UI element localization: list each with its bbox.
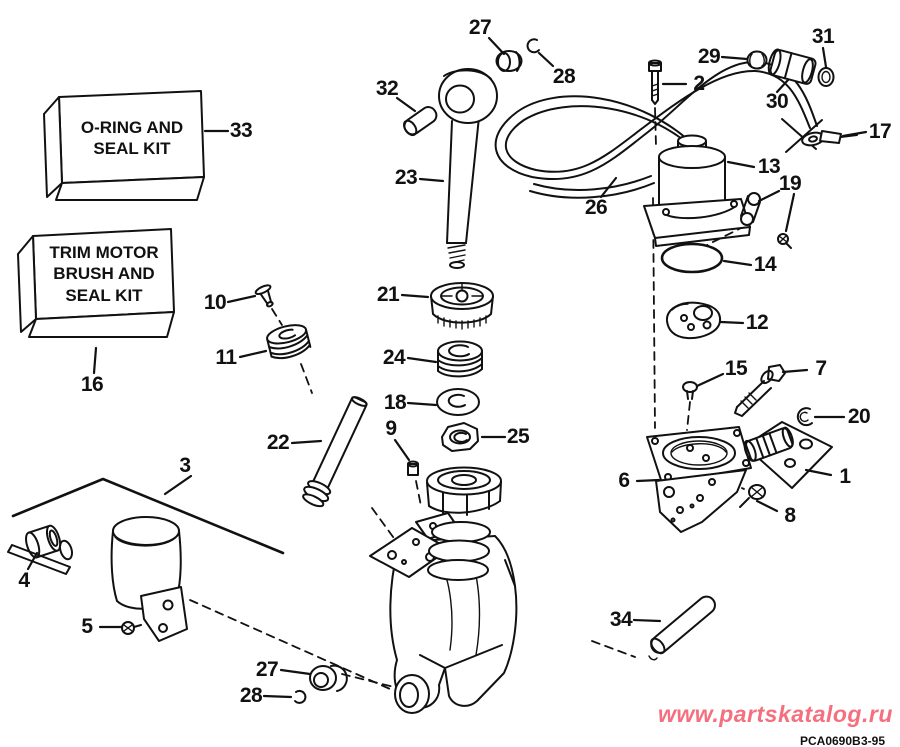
nut-25-illustration — [441, 422, 479, 452]
callout-28: 28 — [552, 65, 576, 88]
callout-3: 3 — [179, 454, 191, 477]
callout-15: 15 — [724, 357, 748, 380]
pump-body-illustration — [369, 466, 518, 714]
reservoir-illustration — [110, 516, 188, 642]
watermark-link[interactable]: www.partskatalog.ru — [658, 701, 893, 727]
valve-10-illustration — [254, 284, 274, 308]
callout-23: 23 — [394, 166, 418, 189]
oring-14-illustration — [660, 242, 724, 274]
bolt-7-illustration — [734, 364, 786, 417]
pin-34-illustration — [648, 595, 716, 661]
callout-20: 20 — [847, 405, 871, 428]
plug-9-illustration — [407, 460, 419, 476]
callout-25: 25 — [506, 425, 530, 448]
callout-28: 28 — [239, 684, 263, 707]
pin-32-illustration — [403, 106, 438, 137]
callout-34: 34 — [609, 608, 633, 631]
callout-10: 10 — [203, 291, 227, 314]
callout-30: 30 — [765, 90, 789, 113]
callout-11: 11 — [215, 346, 237, 369]
callout-9: 9 — [385, 417, 397, 440]
callout-24: 24 — [382, 346, 406, 369]
plate-1-illustration — [743, 421, 833, 489]
ring-20-illustration — [796, 407, 813, 427]
callout-13: 13 — [757, 155, 781, 178]
bolt-2-illustration — [648, 59, 662, 105]
clip-28-top-illustration — [526, 38, 540, 54]
manifold-6-illustration — [646, 426, 752, 533]
callout-32: 32 — [375, 77, 399, 100]
screw-5-illustration — [121, 621, 142, 635]
callout-17: 17 — [868, 120, 892, 143]
oring-kit-box-illustration — [43, 90, 205, 201]
bushing-4-illustration — [25, 524, 73, 561]
callout-21: 21 — [376, 283, 400, 306]
callout-2: 2 — [693, 72, 705, 95]
spool-24-illustration — [437, 340, 483, 378]
spool-11-illustration — [266, 324, 312, 360]
wire-terminal-illustration — [781, 118, 858, 153]
clip-28-bottom-illustration — [294, 689, 307, 704]
callout-31: 31 — [811, 25, 835, 48]
commutator-cap-30-illustration — [767, 48, 817, 85]
bushing-27-bottom-illustration — [309, 664, 348, 692]
part-code-label: PCA0690B — [800, 734, 861, 747]
bushing-27-top-illustration — [495, 50, 523, 72]
date-code-label: 3-95 — [861, 734, 886, 747]
callout-27: 27 — [468, 16, 492, 39]
tube-22-illustration — [302, 396, 368, 508]
brush-link-19-illustration — [740, 192, 792, 249]
callout-7: 7 — [815, 357, 827, 380]
callout-18: 18 — [383, 391, 407, 414]
trim-motor-kit-box-illustration — [17, 228, 175, 338]
brush-plate-12-illustration — [665, 301, 722, 340]
callout-1: 1 — [839, 465, 851, 488]
callout-12: 12 — [745, 311, 769, 334]
callout-8: 8 — [784, 504, 796, 527]
oring-31-illustration — [817, 67, 835, 87]
callout-19: 19 — [778, 172, 802, 195]
plug-15-illustration — [682, 381, 698, 400]
trim-motor-13-illustration — [643, 134, 751, 247]
callout-14: 14 — [753, 253, 777, 276]
callout-33: 33 — [229, 119, 253, 142]
tilt-rod-23-illustration — [438, 68, 498, 269]
callout-22: 22 — [266, 431, 290, 454]
grommet-29-illustration — [746, 50, 768, 70]
bracket-3-illustration — [11, 477, 285, 555]
washer-18-illustration — [436, 388, 480, 416]
oring-kit-box-label: O-RING AND SEAL KIT — [80, 117, 184, 158]
callout-27: 27 — [255, 658, 279, 681]
callout-26: 26 — [584, 196, 608, 219]
screw-8-illustration — [739, 484, 766, 508]
callout-16: 16 — [80, 373, 104, 396]
trim-motor-kit-box-label: TRIM MOTOR BRUSH AND SEAL KIT — [49, 243, 159, 305]
callout-6: 6 — [618, 469, 630, 492]
leader-lines — [26, 36, 868, 699]
callout-29: 29 — [697, 45, 721, 68]
callout-4: 4 — [18, 569, 30, 592]
reservoir-cap-21-illustration — [430, 282, 494, 330]
callout-5: 5 — [81, 615, 93, 638]
